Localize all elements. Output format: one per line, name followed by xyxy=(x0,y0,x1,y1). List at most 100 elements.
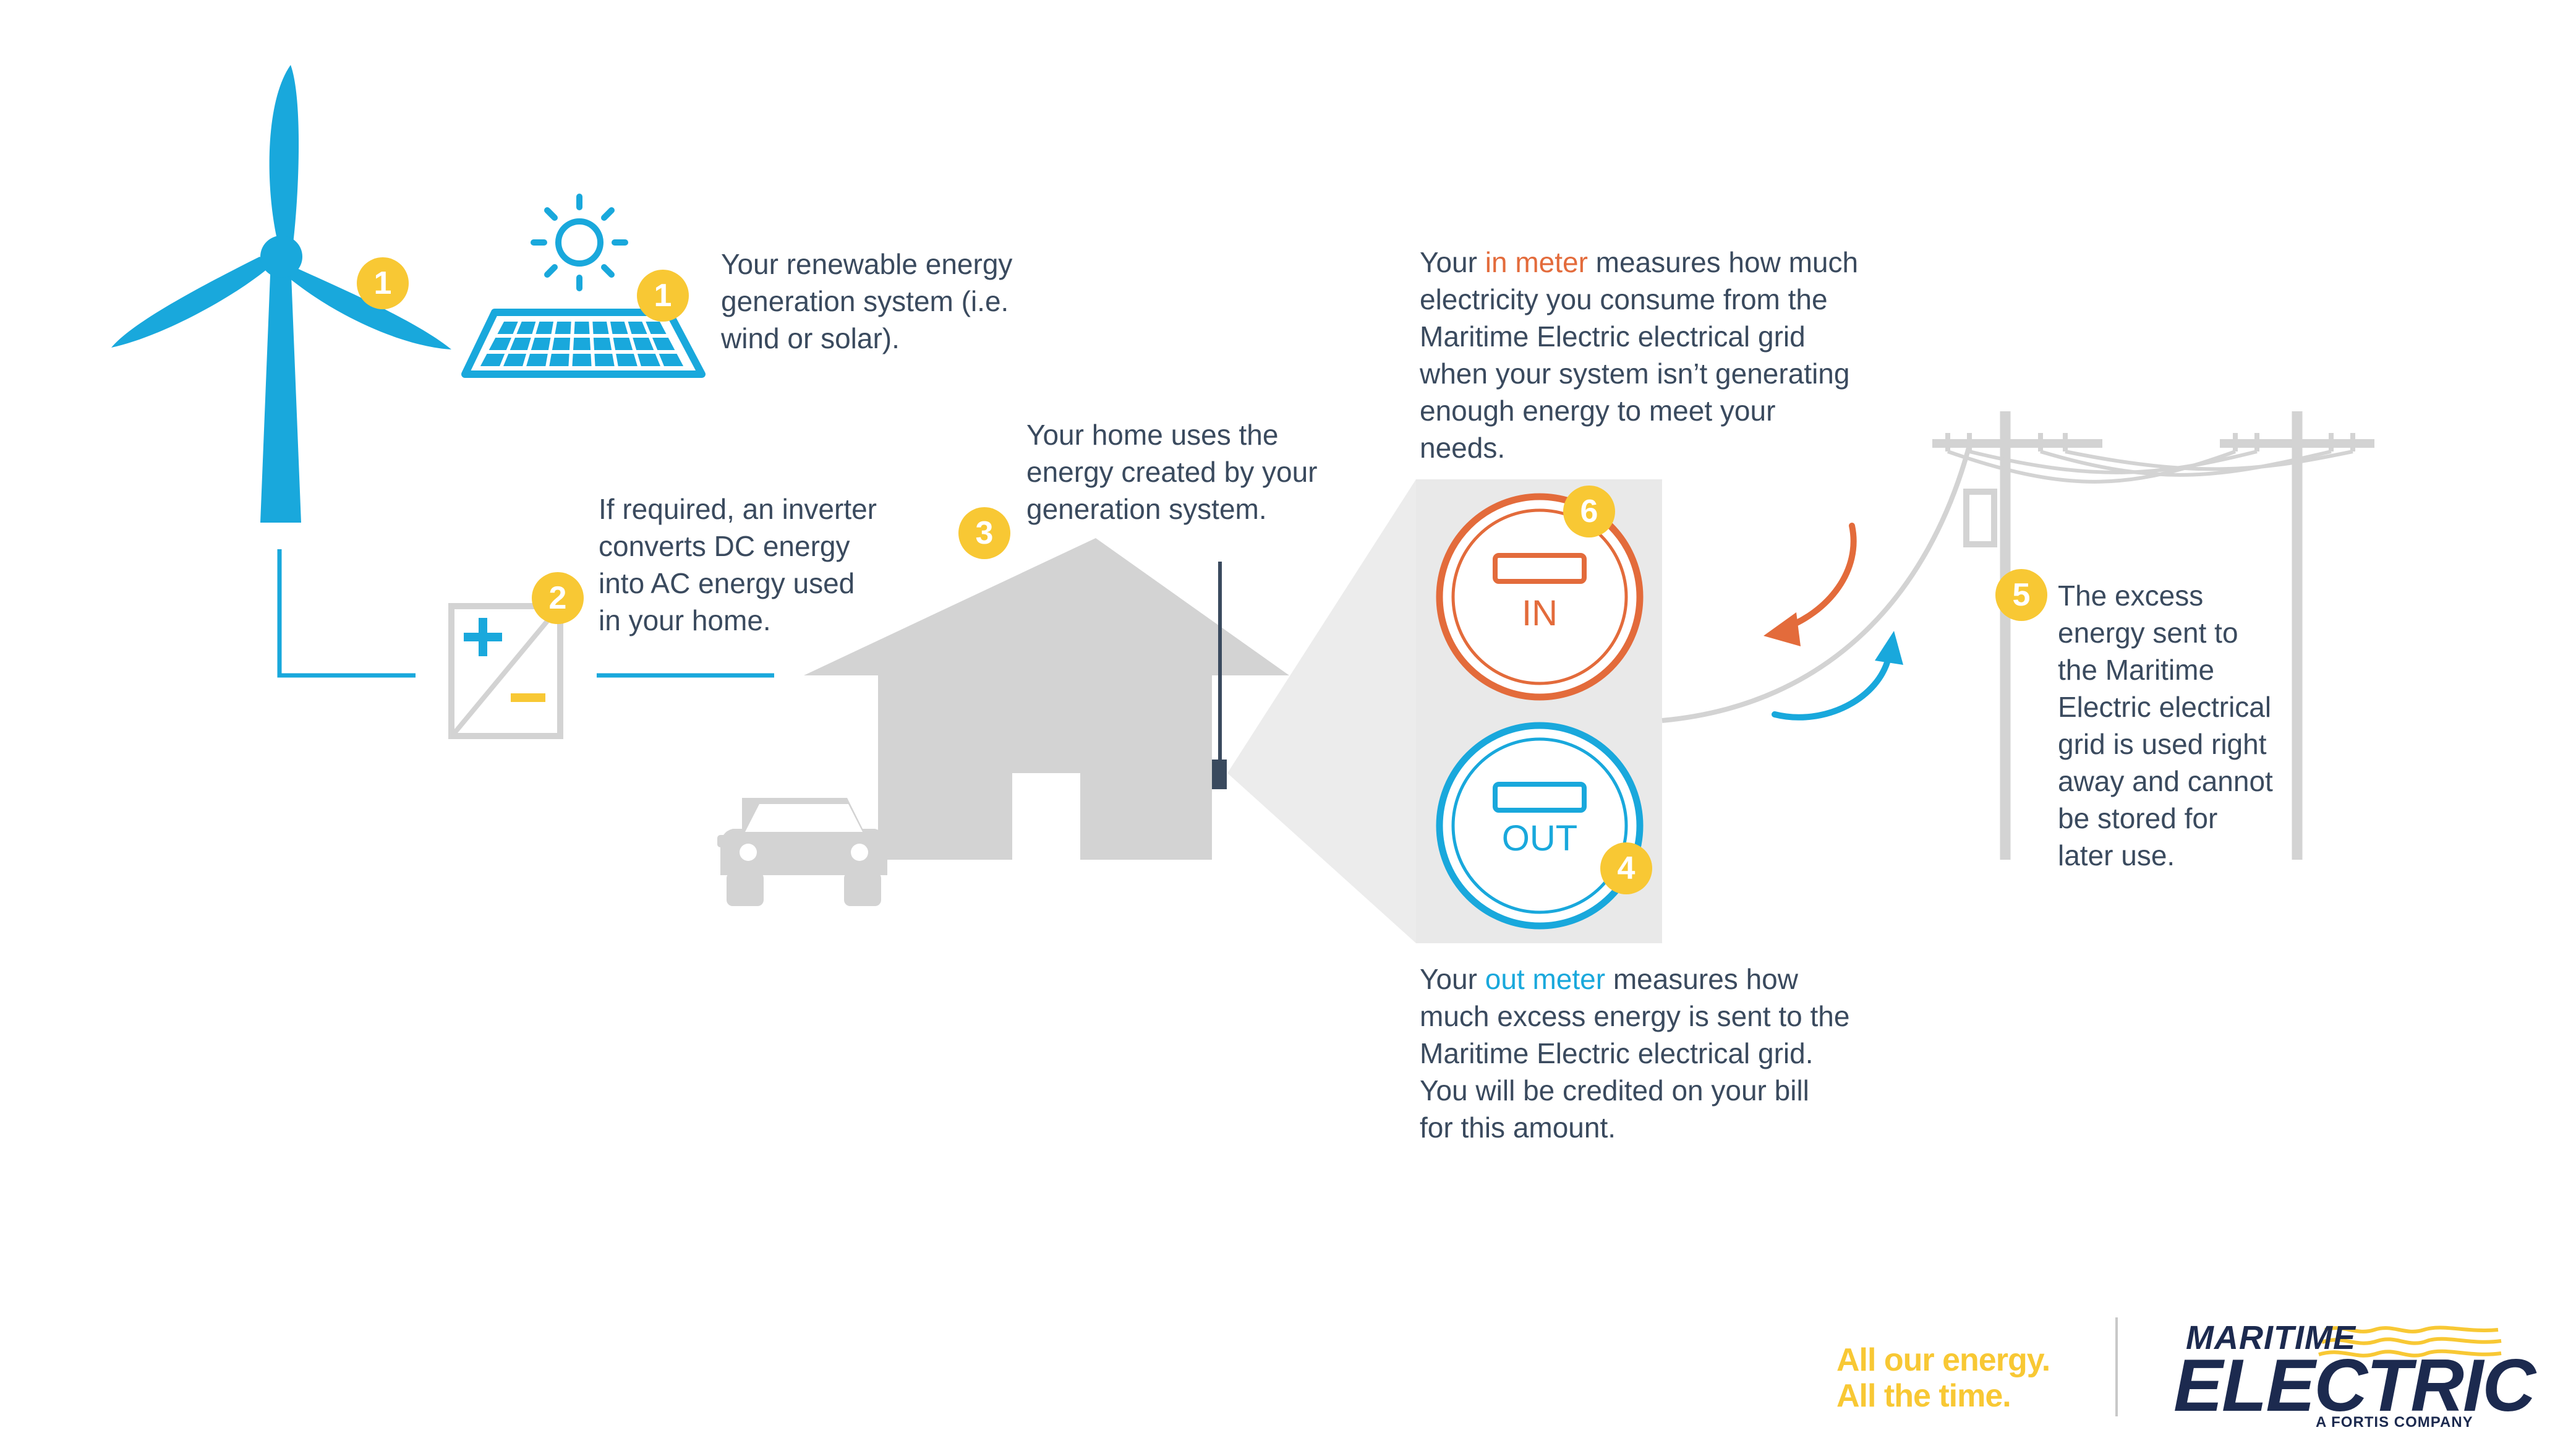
solar-cell xyxy=(497,322,518,334)
solar-cell xyxy=(488,338,511,350)
in-meter-line-3: Maritime Electric electrical grid xyxy=(1420,320,1806,353)
generation-line-1: Your renewable energy xyxy=(721,248,1013,280)
meter-in-icon xyxy=(1436,493,1644,701)
arrow-to-grid-icon xyxy=(1772,631,1903,721)
grid-line-3: the Maritime xyxy=(2058,654,2215,686)
solar-cell xyxy=(531,338,551,350)
out-meter-line-3: Maritime Electric electrical grid. xyxy=(1420,1037,1814,1069)
brand-fortis: A FORTIS COMPANY xyxy=(2316,1414,2473,1431)
in-meter-pre: Your xyxy=(1420,246,1485,278)
grid-line-2: energy sent to xyxy=(2058,617,2238,649)
grid-line-1: The excess xyxy=(2058,580,2204,612)
out-meter-pre: Your xyxy=(1420,963,1485,995)
wire-turbine-to-inverter xyxy=(277,549,416,678)
brand-wave-icon xyxy=(2318,1325,2502,1358)
solar-cell xyxy=(510,338,531,350)
home-line-2: energy created by your xyxy=(1026,456,1318,488)
solar-cell xyxy=(646,322,667,334)
in-meter-line-1: Your in meter measures how much xyxy=(1420,246,1858,278)
out-meter-line-1: Your out meter measures how xyxy=(1420,963,1798,995)
inverter-description: If required, an inverter converts DC ene… xyxy=(599,490,877,639)
wind-turbine-icon xyxy=(111,65,451,523)
solar-cell xyxy=(574,322,590,334)
grid-line-7: be stored for xyxy=(2058,802,2218,834)
generation-line-3: wind or solar). xyxy=(721,322,900,354)
solar-panel-icon xyxy=(461,309,706,378)
inverter-line-4: in your home. xyxy=(599,604,771,636)
in-meter-highlight: in meter xyxy=(1485,246,1588,278)
solar-cell xyxy=(628,322,647,334)
generation-description: Your renewable energy generation system … xyxy=(721,246,1012,357)
in-meter-line-2: electricity you consume from the xyxy=(1420,283,1828,315)
sun-icon xyxy=(531,194,628,291)
grid-line-5: grid is used right xyxy=(2058,728,2267,760)
step-badge-3: 3 xyxy=(958,507,1010,559)
in-meter-line-4: when your system isn’t generating xyxy=(1420,357,1850,390)
in-meter-label: IN xyxy=(1522,593,1558,633)
out-meter-highlight: out meter xyxy=(1485,963,1606,995)
solar-cell xyxy=(480,354,505,366)
solar-cell xyxy=(516,322,536,334)
out-meter-description: Your out meter measures how much excess … xyxy=(1420,961,1849,1146)
solar-cell xyxy=(594,354,615,366)
in-meter-post: measures how much xyxy=(1587,246,1859,278)
solar-cell xyxy=(552,338,571,350)
home-line-3: generation system. xyxy=(1026,493,1267,525)
home-description: Your home uses the energy created by you… xyxy=(1026,416,1318,528)
brand-maritime: MARITIME xyxy=(2186,1319,2356,1356)
solar-cell xyxy=(535,322,554,334)
inverter-line-3: into AC energy used xyxy=(599,567,855,599)
out-meter-line-5: for this amount. xyxy=(1420,1111,1616,1144)
step-badge-1-solar: 1 xyxy=(637,270,689,322)
grid-line-4: Electric electrical xyxy=(2058,691,2272,723)
solar-cell xyxy=(633,338,654,350)
solar-cell xyxy=(555,322,571,334)
tagline: All our energy. All the time. xyxy=(1836,1342,2050,1414)
meter-callout xyxy=(1227,479,1416,943)
out-meter-post: measures how xyxy=(1605,963,1798,995)
step-badge-6: 6 xyxy=(1563,486,1615,537)
step-badge-1-turbine: 1 xyxy=(357,257,409,309)
inverter-line-1: If required, an inverter xyxy=(599,493,877,525)
solar-cell xyxy=(652,338,675,350)
solar-cell xyxy=(549,354,569,366)
out-meter-line-2: much excess energy is sent to the xyxy=(1420,1000,1850,1032)
car-icon xyxy=(717,798,889,906)
home-line-1: Your home uses the xyxy=(1026,419,1279,451)
solar-cell xyxy=(637,354,660,366)
arrow-to-home-icon xyxy=(1764,523,1857,646)
solar-cell xyxy=(659,354,684,366)
solar-cell xyxy=(526,354,548,366)
inverter-line-2: converts DC energy xyxy=(599,530,850,562)
inverter-icon xyxy=(448,603,563,739)
solar-cell xyxy=(573,338,591,350)
solar-cell xyxy=(616,354,638,366)
house-door xyxy=(1012,773,1080,863)
solar-cell xyxy=(593,338,612,350)
service-line xyxy=(1661,444,1972,723)
brand-electric: ELECTRIC xyxy=(2173,1344,2536,1427)
grid-line-6: away and cannot xyxy=(2058,765,2273,797)
house-meter-box xyxy=(1212,760,1227,789)
step-badge-5: 5 xyxy=(1995,569,2047,621)
out-meter-label: OUT xyxy=(1501,818,1578,858)
solar-cell xyxy=(610,322,628,334)
solar-cell xyxy=(613,338,633,350)
tagline-line-2: All the time. xyxy=(1836,1378,2011,1414)
step-badge-4: 4 xyxy=(1600,842,1652,894)
generation-line-2: generation system (i.e. xyxy=(721,285,1009,317)
step-badge-2: 2 xyxy=(532,572,584,624)
solar-cell xyxy=(503,354,527,366)
solar-cell xyxy=(572,354,592,366)
power-pole-icon xyxy=(1932,411,2374,860)
grid-line-8: later use. xyxy=(2058,839,2175,871)
meter-out-icon xyxy=(1436,722,1644,930)
tagline-line-1: All our energy. xyxy=(1836,1342,2050,1378)
in-meter-description: Your in meter measures how much electric… xyxy=(1420,244,1858,466)
solar-cell xyxy=(592,322,609,334)
in-meter-line-5: enough energy to meet your xyxy=(1420,395,1776,427)
in-meter-line-6: needs. xyxy=(1420,432,1506,464)
out-meter-line-4: You will be credited on your bill xyxy=(1420,1074,1809,1106)
grid-description: The excess energy sent to the Maritime E… xyxy=(2058,577,2273,874)
